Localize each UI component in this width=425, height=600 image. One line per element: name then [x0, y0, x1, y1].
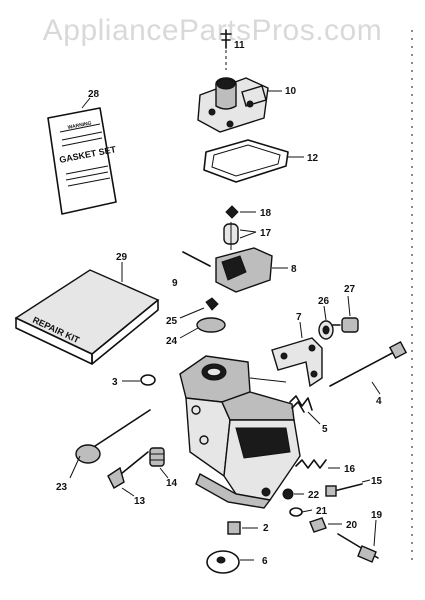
- callout-26: 26: [318, 296, 330, 307]
- callout-14: 14: [166, 478, 178, 489]
- callout-23: 23: [56, 482, 68, 493]
- callout-3: 3: [112, 377, 118, 388]
- callout-16: 16: [344, 464, 356, 475]
- callout-2: 2: [263, 523, 269, 534]
- part-18-needle-seat: [225, 205, 256, 219]
- callout-13: 13: [134, 496, 146, 507]
- part-26-washer: [318, 305, 334, 340]
- part-28-gasket-set: [47, 97, 117, 215]
- part-22-ball: [282, 488, 304, 500]
- callout-8: 8: [291, 264, 297, 275]
- callout-27: 27: [344, 284, 356, 295]
- watermark: AppliancePartsPros.com: [42, 14, 383, 47]
- callout-22: 22: [308, 490, 320, 501]
- callout-24: 24: [166, 336, 178, 347]
- callout-21: 21: [316, 506, 328, 517]
- part-9-pin: [182, 251, 211, 267]
- gasket-set-warning: WARNING: [67, 120, 92, 131]
- part-23-mixture-screw: [69, 409, 151, 479]
- callout-12: 12: [307, 153, 319, 164]
- callout-11: 11: [234, 40, 245, 51]
- part-2-fitting: [227, 521, 258, 535]
- part-20-nut: [309, 517, 342, 533]
- callout-6: 6: [262, 556, 268, 567]
- callout-17: 17: [260, 228, 272, 239]
- carburetor-body: [179, 355, 301, 509]
- part-12-gasket: [203, 139, 304, 183]
- part-10-valve-cover: [197, 77, 282, 133]
- part-25-screw: [179, 297, 219, 319]
- callout-25: 25: [166, 316, 178, 327]
- part-21-clip: [289, 507, 313, 517]
- part-19-needle: [337, 519, 379, 563]
- callout-5: 5: [322, 424, 328, 435]
- callouts: 2 3 4 5 6 7 8 9 10 11 12 13 14 15 16 17 …: [56, 40, 383, 567]
- part-24-throttle-plate: [179, 317, 226, 339]
- callout-18: 18: [260, 208, 272, 219]
- callout-19: 19: [371, 510, 383, 521]
- part-11-screw: [220, 29, 232, 70]
- part-29-repair-kit: [14, 262, 160, 365]
- part-8-float: [215, 247, 288, 293]
- part-3-o-ring: [122, 374, 156, 386]
- part-6-gasket: [206, 550, 254, 574]
- callout-4: 4: [376, 396, 382, 407]
- part-27-screw: [331, 295, 359, 333]
- part-5-spring: [289, 395, 321, 425]
- part-14-spring: [149, 447, 169, 479]
- callout-10: 10: [285, 86, 297, 97]
- part-13-screw: [107, 451, 149, 497]
- callout-29: 29: [116, 252, 128, 263]
- callout-9: 9: [172, 278, 178, 289]
- callout-7: 7: [296, 312, 302, 323]
- callout-15: 15: [371, 476, 383, 487]
- callout-28: 28: [88, 89, 100, 100]
- callout-20: 20: [346, 520, 358, 531]
- part-16-spring: [295, 459, 340, 469]
- part-15-screw: [325, 479, 371, 497]
- part-17-needle: [223, 222, 257, 250]
- part-4-shaft: [329, 340, 408, 395]
- part-7-lever: [271, 321, 323, 388]
